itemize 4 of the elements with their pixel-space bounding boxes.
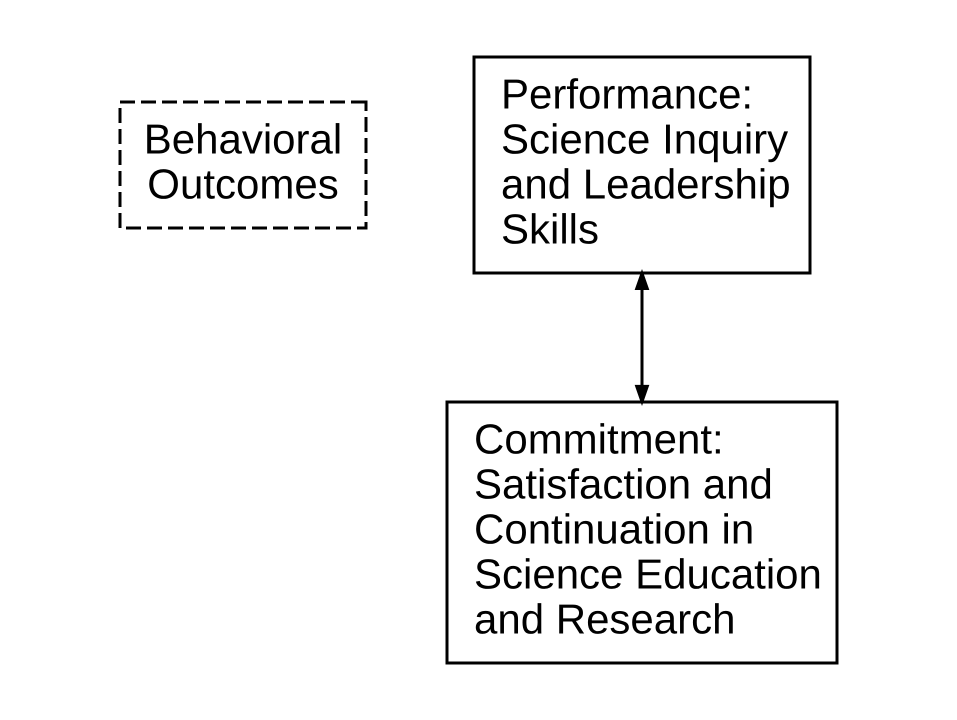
node-box: Behavioral Outcomes <box>118 100 368 230</box>
node-box: Commitment: Satisfaction and Continuation in Science Education and Research <box>446 400 838 664</box>
arrow <box>634 269 650 406</box>
node-box: Performance: Science Inquiry and Leadership Skills <box>472 56 812 274</box>
